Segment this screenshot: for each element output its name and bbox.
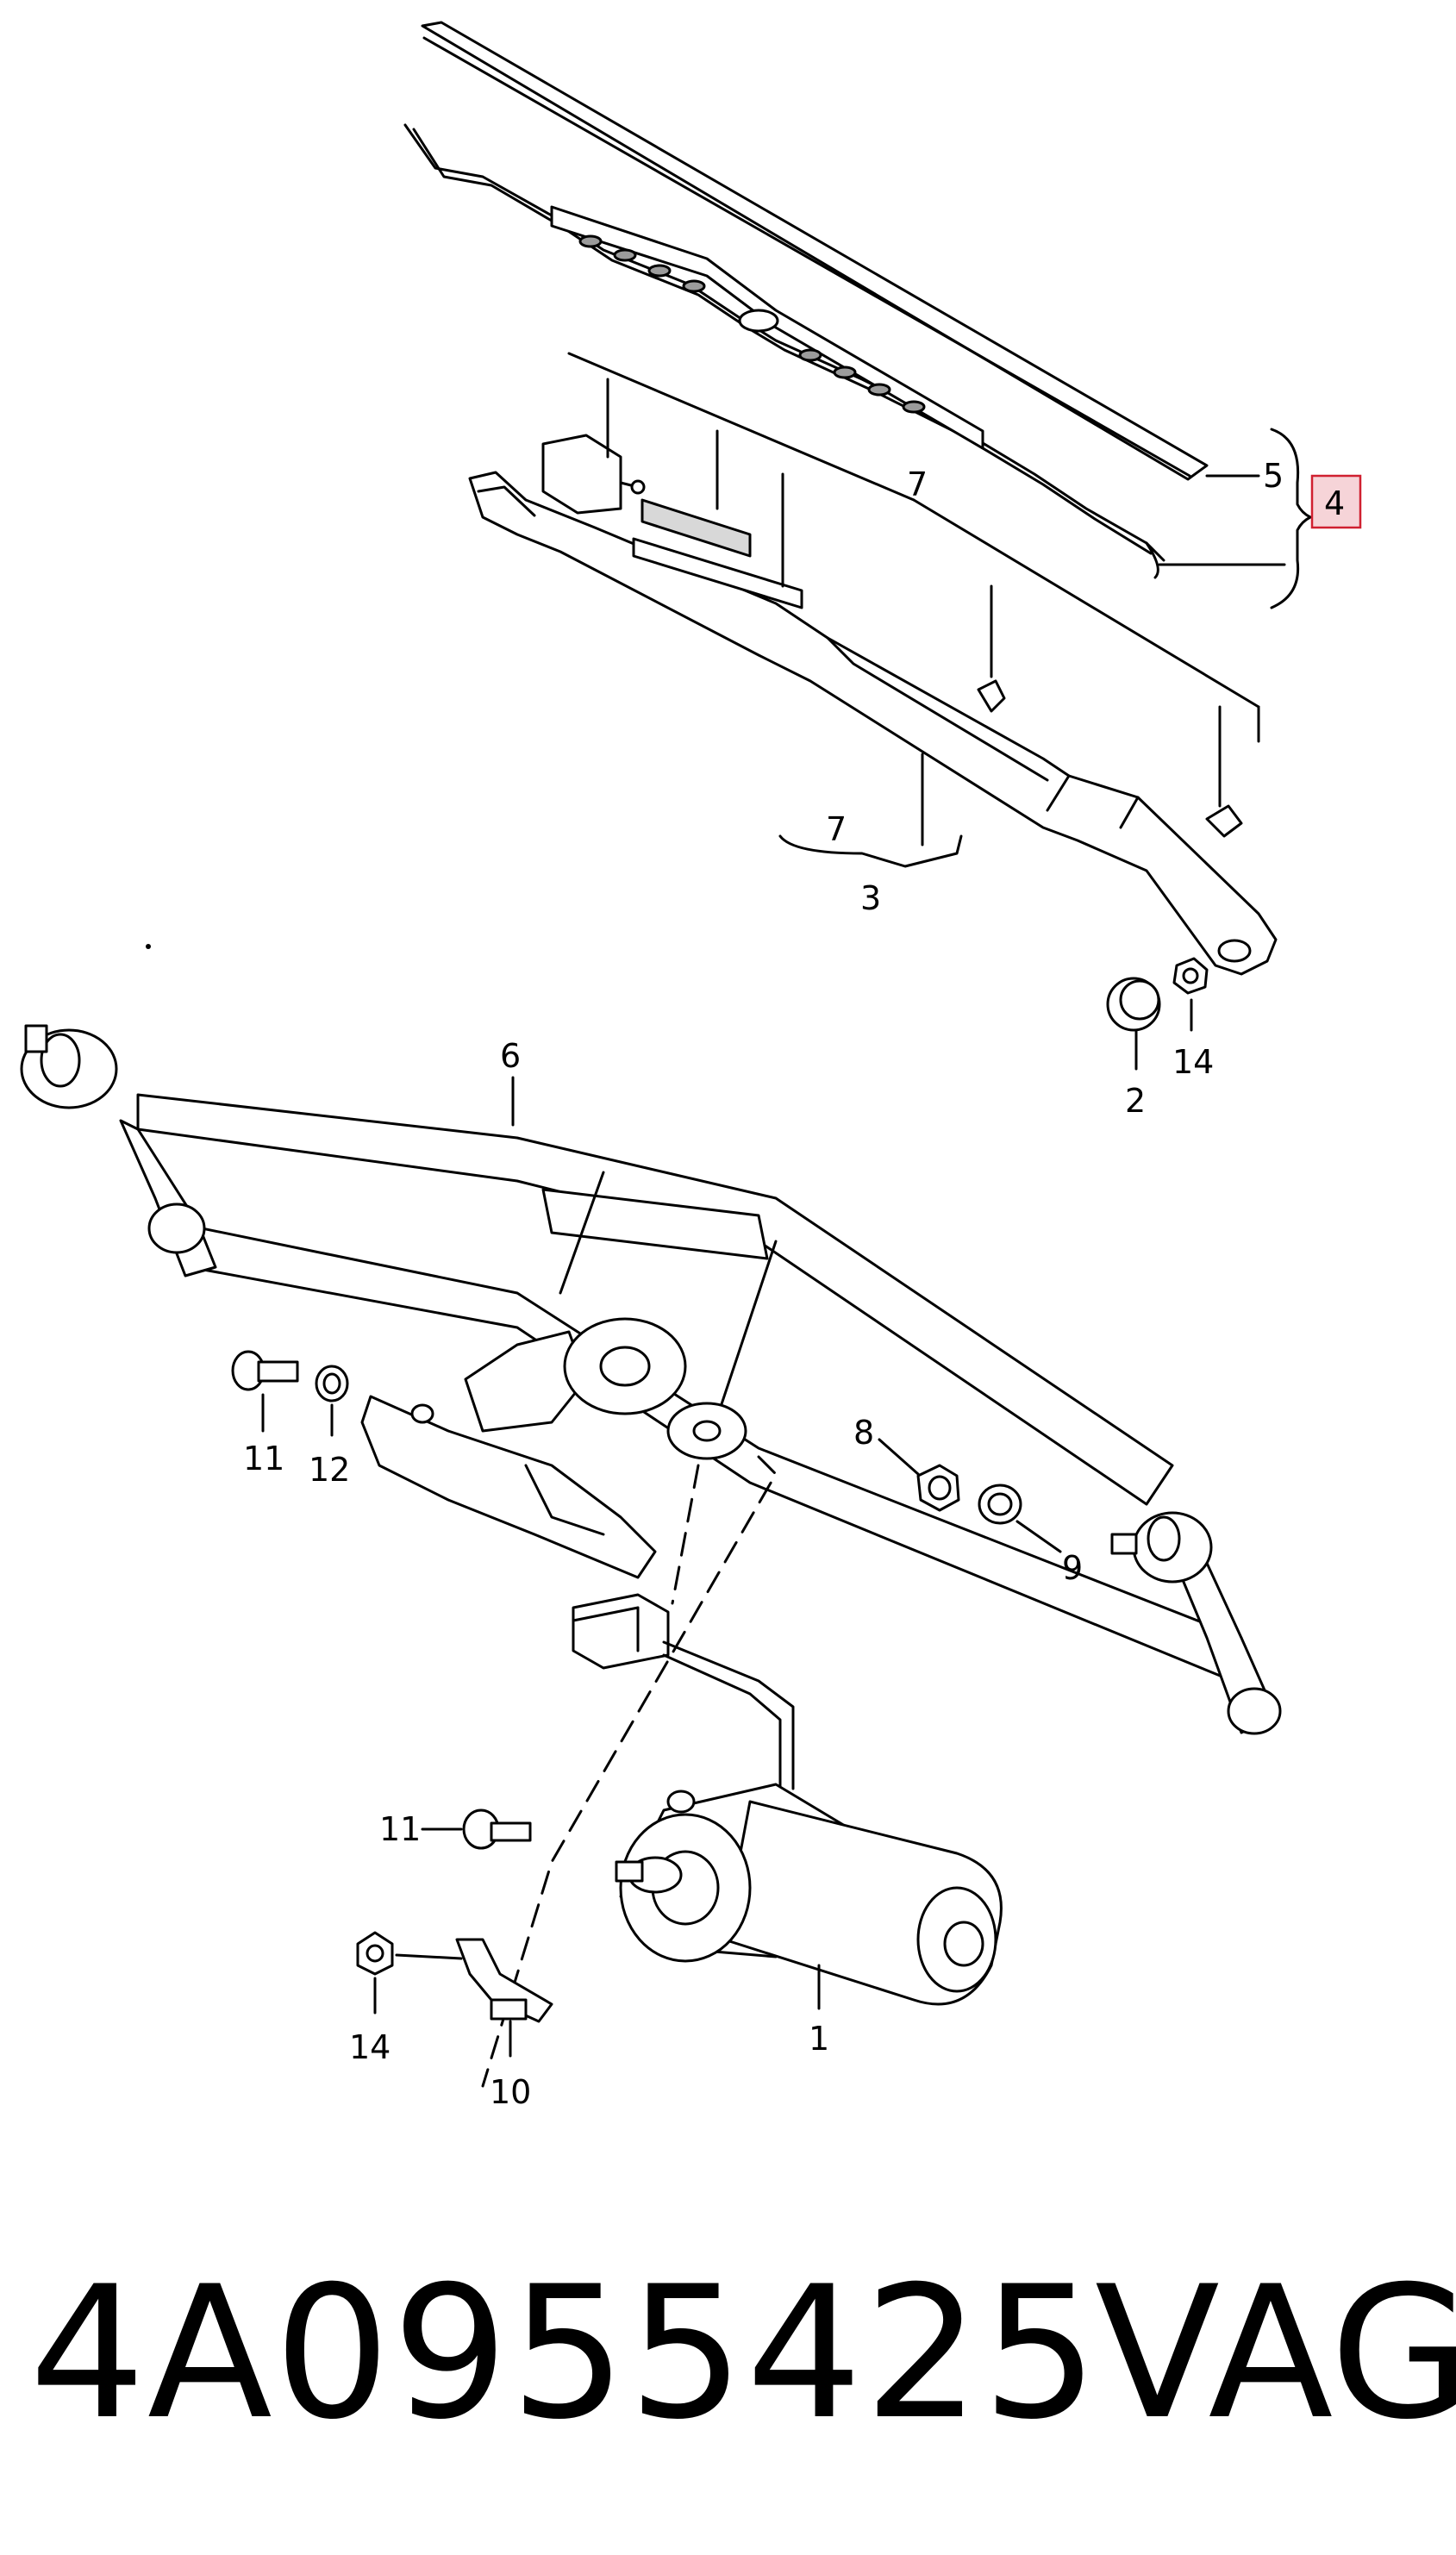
leader-8 [878, 1438, 920, 1476]
clip-part-a [977, 679, 1006, 713]
exploded-parts-diagram: 5 4 7 7 3 2 [20, 21, 1362, 2111]
clip-part-b [1205, 804, 1243, 838]
grommet-9 [978, 1484, 1022, 1525]
callout-11-upper: 11 [243, 1440, 284, 1477]
assembly-dash-1 [481, 1455, 778, 2088]
bracket-4 [1270, 428, 1312, 609]
bolt-upper [231, 1350, 299, 1391]
washer-12 [315, 1365, 349, 1402]
assembly-dash-2 [671, 1464, 700, 1605]
callout-2: 2 [1125, 1082, 1146, 1120]
callout-3: 3 [860, 879, 881, 917]
callout-8: 8 [853, 1414, 874, 1452]
footer: 4A0955425 VAG [0, 2241, 1456, 2465]
brand-label: VAG [1095, 2246, 1456, 2459]
arm-cap [1106, 977, 1161, 1032]
callout-9: 9 [1062, 1549, 1083, 1587]
wiper-motor [615, 1783, 1003, 2006]
callout-12: 12 [309, 1451, 350, 1489]
highlight-box-4 [1310, 474, 1362, 529]
arm-nut [1172, 957, 1209, 995]
callout-5: 5 [1263, 457, 1284, 495]
group-line-7 [567, 352, 915, 502]
hose-pieces [632, 498, 803, 609]
callout-1: 1 [809, 2020, 829, 2058]
callout-4: 4 [1324, 484, 1345, 522]
group-line-7b [912, 498, 1260, 709]
assembly-line-nut [395, 1953, 463, 1960]
callout-14-lower: 14 [349, 2028, 391, 2066]
washer-nozzle [541, 434, 646, 515]
bolt-lower [462, 1808, 532, 1850]
bracket-3 [778, 834, 963, 868]
nut-lower [356, 1931, 394, 1976]
callout-7-lower: 7 [826, 810, 847, 848]
dot-mark [146, 944, 151, 949]
part-number: 4A0955425 [29, 2246, 1101, 2459]
callout-7-upper: 7 [907, 465, 928, 503]
callout-6: 6 [500, 1037, 521, 1075]
callout-14-top: 14 [1172, 1043, 1214, 1081]
mount-bracket-10 [455, 1938, 553, 2023]
leader-9 [1015, 1520, 1062, 1553]
motor-connector [572, 1593, 795, 1790]
wiper-blade [403, 21, 1209, 579]
nut-8 [916, 1464, 960, 1512]
wiper-linkage [20, 1024, 1282, 1735]
callout-11-lower: 11 [379, 1810, 421, 1848]
callout-10: 10 [490, 2073, 531, 2111]
